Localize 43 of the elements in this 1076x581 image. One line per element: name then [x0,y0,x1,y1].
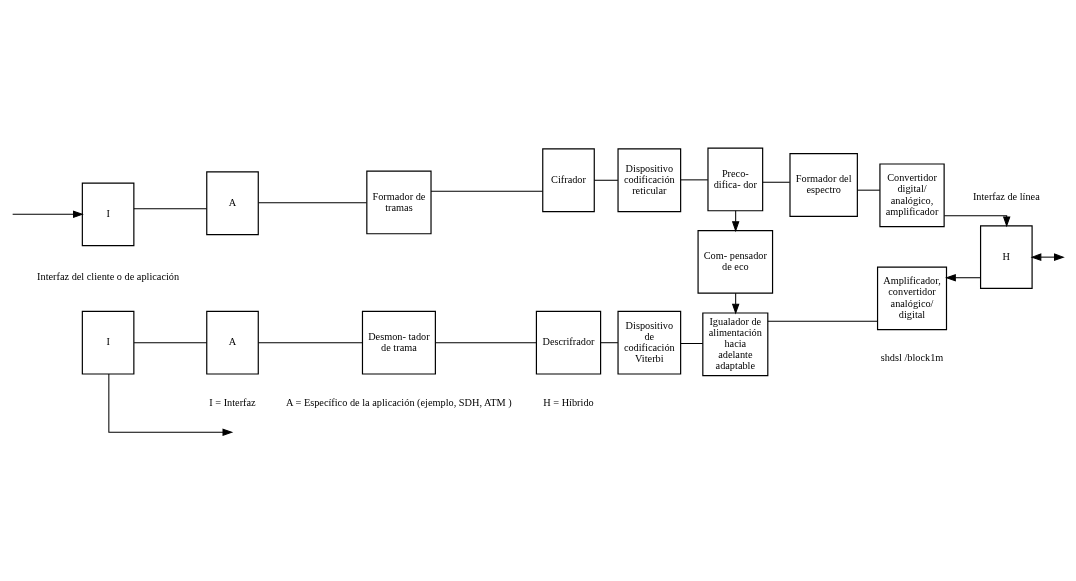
node-box: Dispositivo codificación reticular [617,148,682,213]
connector [593,179,619,181]
arrow [731,292,740,315]
label: shdsl /block1m [880,352,944,364]
connector [430,190,544,192]
label: I = Interfaz [209,396,256,408]
node-box: Cifrador [542,148,595,213]
connector [435,342,537,344]
node-box: Desmon- tador de trama [361,310,436,375]
node-box: Descrifrador [535,310,602,375]
label: Interfaz de línea [972,190,1040,202]
node-box: I [81,182,135,247]
node-box: Formador del espectro [789,153,858,217]
node-box: Preco- difica- dor [707,147,764,212]
node-box: A [206,171,259,236]
connector [133,342,208,344]
connector [257,342,363,344]
node-box: A [206,310,259,375]
label: H = Híbrido [543,396,594,408]
arrow [108,373,234,436]
connector [600,342,619,344]
node-box: I [81,310,135,375]
node-box: Com- pensador de eco [697,230,774,294]
connector [680,179,709,181]
connector [767,320,879,322]
arrow [945,273,982,282]
connector [762,181,791,183]
connector [857,189,881,191]
connector [258,202,368,204]
node-box: Convertidor digital/ analógico, amplificador [879,163,945,228]
arrow [943,215,1011,228]
label: A = Específico de la aplicación (ejemplo, SDH, ATM ) [286,396,512,408]
connector [133,208,208,210]
node-box: Igualador de alimentación hacia adelante adaptable [702,312,769,377]
label: Interfaz del cliente o de aplicación [37,270,180,282]
node-box: H [980,225,1033,290]
arrow [12,210,84,219]
node-box: Amplificador, convertidor analógico/ digital [876,266,948,331]
node-box: Formador de tramas [366,170,432,235]
node-box: Dispositivo de codificación Viterbi [617,310,682,375]
connector [680,343,704,345]
arrow [731,210,740,233]
arrow [1030,253,1065,261]
